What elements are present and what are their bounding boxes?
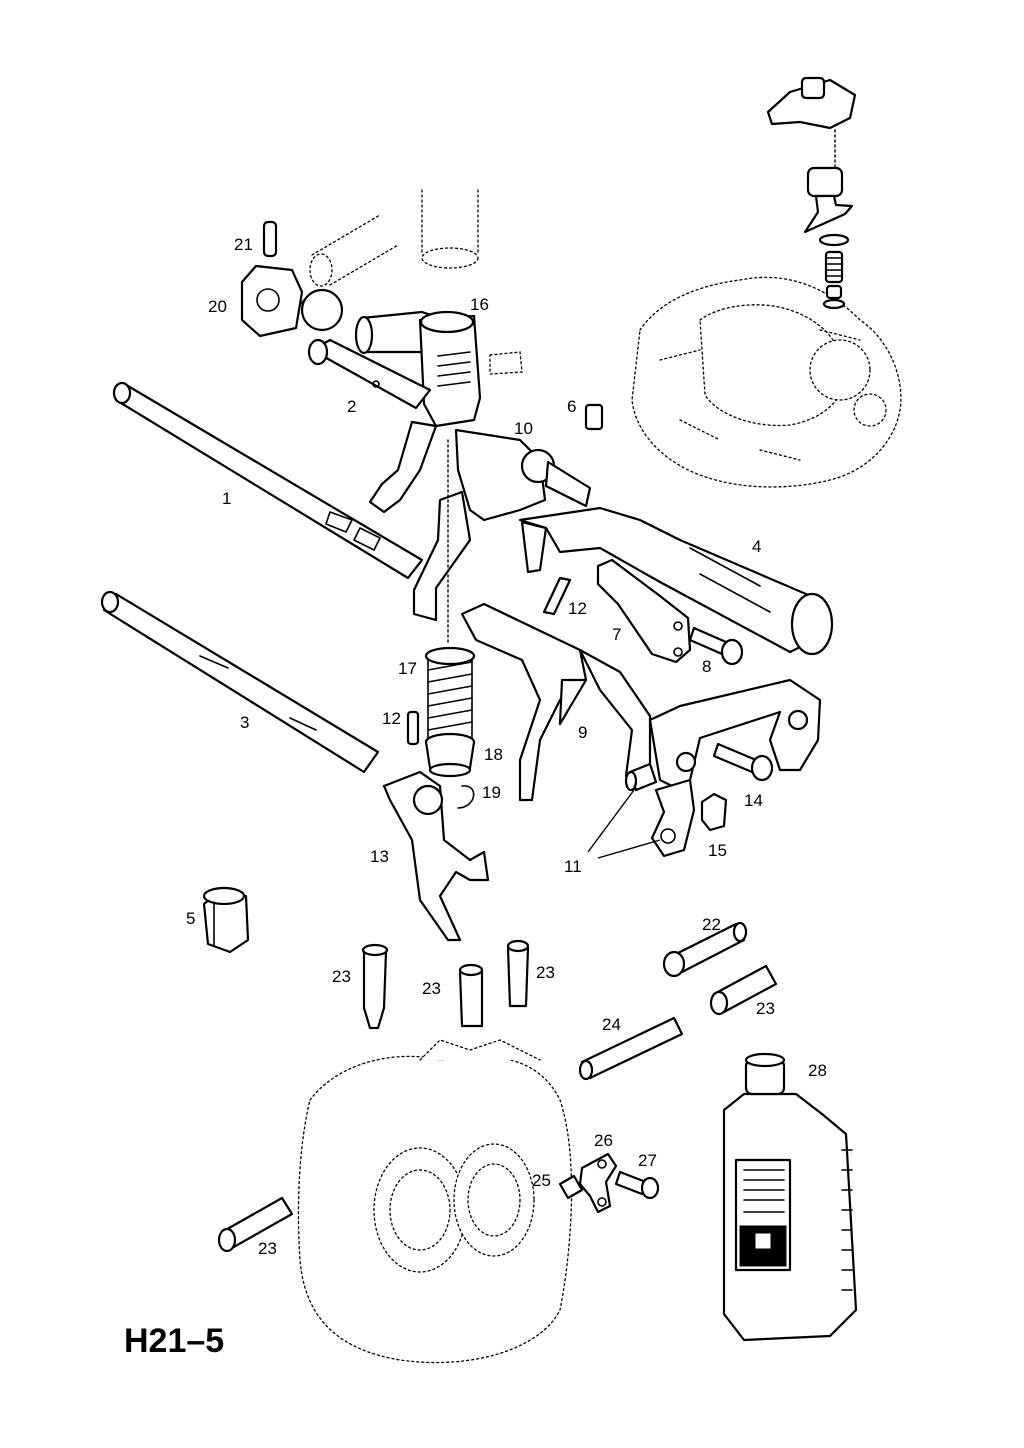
- part-21-roll-pin: [262, 220, 278, 258]
- part-23-pin-d: [709, 964, 778, 1016]
- callout-9: 9: [578, 723, 587, 742]
- callout-19: 19: [482, 783, 501, 802]
- callout-18: 18: [484, 745, 503, 764]
- part-18-cup: [424, 732, 476, 778]
- callout-28: 28: [808, 1061, 827, 1080]
- callout-26: 26: [594, 1131, 613, 1150]
- part-23-pin-b: [458, 963, 484, 1028]
- part-11-pin: [624, 762, 658, 792]
- part-19-circlip: [457, 785, 475, 809]
- part-13-lower-fork: [382, 770, 490, 942]
- leader-11-pin: [587, 789, 635, 853]
- callout-27: 27: [638, 1151, 657, 1170]
- selector-lever-assembly: [766, 76, 857, 310]
- part-26-lever: [578, 1152, 618, 1214]
- part-3-selector-rod: [100, 590, 380, 774]
- part-12-pin-lower: [406, 710, 420, 746]
- part-23-pin-c: [506, 939, 530, 1008]
- part-25-cap: [558, 1174, 584, 1200]
- part-20-ball-joint: [240, 264, 344, 338]
- gearbox-housing-top-ghost: [631, 276, 902, 488]
- callout-15: 15: [708, 841, 727, 860]
- part-17-spring: [424, 646, 476, 741]
- part-7-interlock-plate: [596, 558, 692, 664]
- part-2-selector-shaft: [307, 338, 438, 514]
- part-8-bolt: [688, 626, 744, 666]
- part-6-sleeve: [584, 403, 604, 431]
- callout-2: 2: [347, 397, 356, 416]
- ghost-tubes: [309, 189, 523, 375]
- callout-6: 6: [567, 397, 576, 416]
- part-11-lever: [650, 778, 696, 858]
- callout-11: 11: [564, 857, 582, 876]
- callout-21: 21: [234, 235, 253, 254]
- callout-13: 13: [370, 847, 389, 866]
- callout-3: 3: [240, 713, 249, 732]
- callout-12-lower: 12: [382, 709, 401, 728]
- part-28-oil-bottle: [722, 1052, 858, 1342]
- part-5-bushing: [202, 886, 250, 954]
- callout-8: 8: [702, 657, 711, 676]
- callout-23-a: 23: [332, 967, 351, 986]
- callout-23-e: 23: [258, 1239, 277, 1258]
- callout-22: 22: [702, 915, 721, 934]
- part-22-plunger: [662, 921, 748, 978]
- callout-1: 1: [222, 489, 231, 508]
- part-24-shaft: [578, 1016, 684, 1081]
- callout-20: 20: [208, 297, 227, 316]
- callout-16: 16: [470, 295, 489, 314]
- part-9-shift-fork: [460, 602, 652, 802]
- callout-7: 7: [612, 625, 621, 644]
- part-14-bracket: [648, 678, 822, 792]
- part-1-selector-rod: [112, 381, 424, 580]
- part-10-fork-bracket: [412, 428, 592, 622]
- part-12-pin-upper: [542, 576, 572, 616]
- part-23-pin-a: [361, 943, 389, 1030]
- callout-24: 24: [602, 1015, 621, 1034]
- callout-5: 5: [186, 909, 195, 928]
- callout-12-upper: 12: [568, 599, 587, 618]
- callout-23-d: 23: [756, 999, 775, 1018]
- part-16-selector-finger: [354, 310, 482, 428]
- callout-17: 17: [398, 659, 417, 678]
- part-23-pin-e: [217, 1196, 294, 1253]
- callout-4: 4: [752, 537, 761, 556]
- gearbox-housing-bottom-ghost: [297, 1039, 573, 1364]
- leader-11-lever: [597, 839, 661, 859]
- diagram-code: H21–5: [124, 1322, 224, 1360]
- callout-10: 10: [514, 419, 533, 438]
- callout-14: 14: [744, 791, 763, 810]
- callout-25: 25: [532, 1171, 551, 1190]
- callout-23-b: 23: [422, 979, 441, 998]
- part-15-clip: [700, 792, 728, 832]
- callout-23-c: 23: [536, 963, 555, 982]
- part-4-shift-shaft: [518, 506, 834, 656]
- part-27-screw: [614, 1170, 660, 1200]
